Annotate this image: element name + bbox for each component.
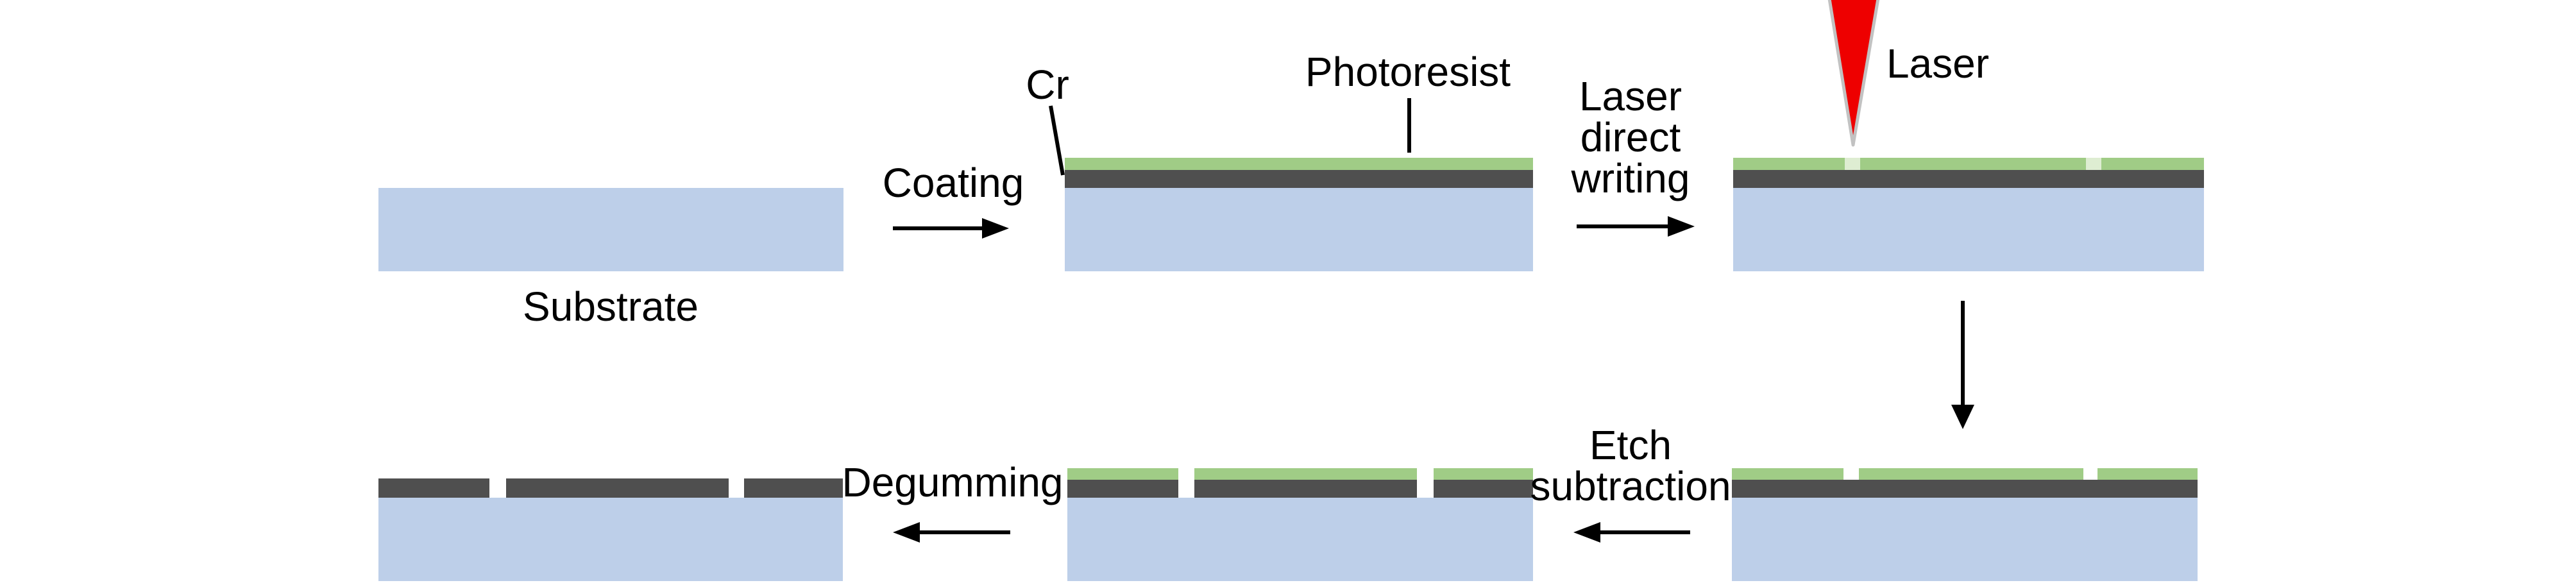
step5-photoresist-segment-3 [1434, 468, 1533, 480]
step1-substrate-layer [378, 188, 843, 271]
step3-substrate-layer [1733, 188, 2204, 271]
degumming-arrow-head [893, 522, 920, 543]
cr-label: Cr [1026, 62, 1069, 108]
laser-label: Laser [1886, 40, 1990, 87]
down-arrow-icon [1951, 301, 1974, 429]
coating-arrow-head [982, 218, 1009, 239]
laser-direct-writing-line2: direct [1580, 114, 1681, 160]
step5-cr-segment-3 [1434, 480, 1533, 498]
step6-cr-segment-3 [744, 478, 843, 498]
etch-subtraction-line1: Etch [1589, 422, 1672, 468]
step3-exposed-spot-1 [1845, 158, 1860, 170]
step4-photoresist-segment-1 [1732, 468, 1843, 480]
step5-substrate-layer [1067, 498, 1533, 581]
step2-cr-layer [1065, 170, 1533, 188]
coating-label: Coating [882, 160, 1024, 206]
step3-photoresist-layer [1733, 158, 2204, 170]
etch-arrow-icon [1573, 522, 1690, 543]
substrate-label: Substrate [523, 283, 699, 330]
step5-cr-segment-2 [1194, 480, 1417, 498]
degumming-arrow-icon [893, 522, 1010, 543]
step4-photoresist-segment-2 [1859, 468, 2083, 480]
step6-substrate-layer [378, 498, 843, 581]
cr-leader-line [1049, 105, 1065, 176]
step4-photoresist-segment-3 [2097, 468, 2198, 480]
step6-cr-segment-2 [506, 478, 729, 498]
etch-arrow-head [1573, 522, 1600, 543]
coating-arrow-icon [893, 218, 1009, 239]
step5-photoresist-segment-1 [1067, 468, 1178, 480]
step5-cr-segment-1 [1067, 480, 1178, 498]
step6-cr-segment-1 [378, 478, 489, 498]
step3-cr-layer [1733, 170, 2204, 188]
step2-photoresist-layer [1065, 158, 1533, 170]
laser-direct-writing-line1: Laser [1579, 73, 1682, 119]
laser-beam-icon [1827, 0, 1880, 147]
laser-direct-writing-label: Laser direct writing [1572, 76, 1690, 199]
laser-writing-arrow-icon [1577, 216, 1695, 237]
photoresist-label: Photoresist [1305, 49, 1511, 95]
step2-substrate-layer [1065, 188, 1533, 271]
step4-cr-layer [1732, 480, 2198, 498]
step3-exposed-spot-2 [2086, 158, 2101, 170]
down-arrow-head [1951, 405, 1974, 429]
etch-subtraction-line2: subtraction [1530, 463, 1731, 509]
step5-photoresist-segment-2 [1194, 468, 1417, 480]
etch-subtraction-label: Etch subtraction [1530, 425, 1731, 507]
laser-writing-arrow-head [1668, 216, 1695, 237]
laser-direct-writing-line3: writing [1571, 155, 1690, 201]
step4-substrate-layer [1732, 498, 2198, 581]
degumming-label: Degumming [842, 459, 1063, 505]
